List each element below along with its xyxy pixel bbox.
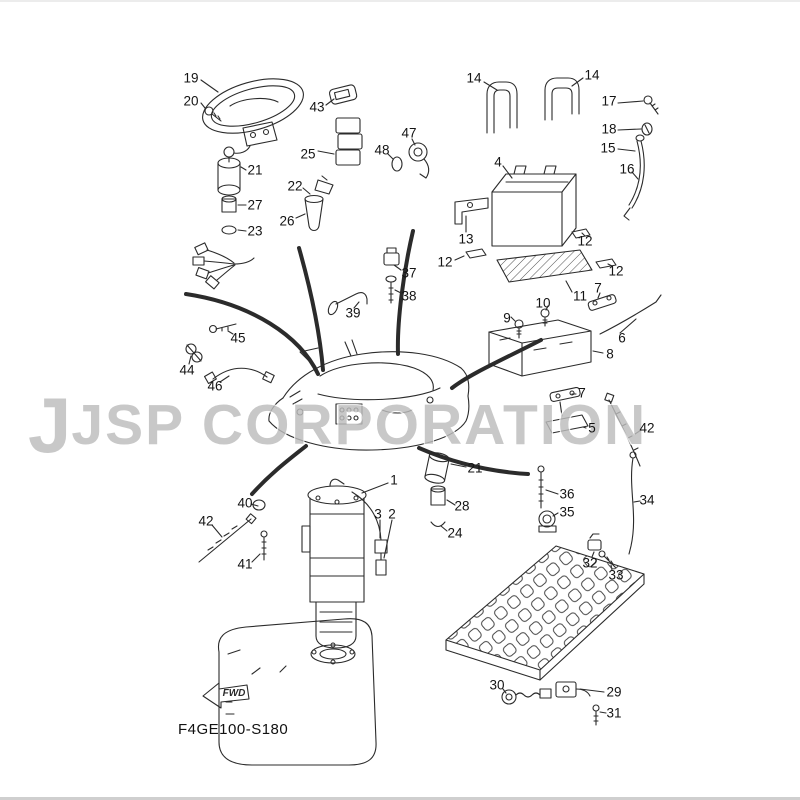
part-label-17-13: 17 [601,93,617,109]
part-label-8-27: 8 [606,346,614,362]
part-label-13-18: 13 [458,231,474,247]
cable-tie-right [604,392,642,555]
part-label-12-21: 12 [608,263,624,279]
speed-sensor [501,681,607,726]
part-label-39-30: 39 [345,305,361,321]
part-label-43-2: 43 [309,99,325,115]
part-label-22-5: 22 [287,178,303,194]
relay-stack [317,84,363,166]
clamp-parts [537,465,617,571]
part-label-45-31: 45 [230,330,246,346]
part-label-14-11: 14 [466,70,482,86]
part-label-30-51: 30 [489,677,505,693]
part-label-44-32: 44 [179,362,195,378]
fwd-label: FWD [223,688,246,699]
part-label-21-37: 21 [467,460,483,476]
part-label-7-24: 7 [594,280,602,296]
part-label-46-33: 46 [207,378,223,394]
part-label-19-0: 19 [183,70,199,86]
part-label-28-38: 28 [454,498,470,514]
part-label-41-50: 41 [237,556,253,572]
part-label-23-8: 23 [247,223,263,239]
part-label-42-36: 42 [639,420,655,436]
part-label-38-29: 38 [401,288,417,304]
filter-cylinders [424,452,467,532]
part-label-25-3: 25 [300,146,316,162]
part-label-37-28: 37 [401,265,417,281]
part-label-40-48: 40 [237,495,253,511]
part-label-21-4: 21 [247,162,263,178]
battery-straps [483,77,584,134]
gauge-meter-assembly [200,78,304,154]
fuel-pump-assembly [301,478,393,649]
part-label-47-9: 47 [401,125,417,141]
part-label-33-44: 33 [608,567,624,583]
part-label-12-20: 12 [437,254,453,270]
part-label-32-43: 32 [582,555,598,571]
part-label-7-34: 7 [578,385,586,401]
part-label-9-25: 9 [503,310,511,326]
connector-curves [184,229,543,496]
part-label-10-23: 10 [535,295,551,311]
part-label-27-6: 27 [247,197,263,213]
clips-left [198,499,268,563]
part-label-6-26: 6 [618,330,626,346]
part-label-18-14: 18 [601,121,617,137]
fwd-arrow: FWD [202,682,250,709]
part-label-24-39: 24 [447,525,463,541]
part-label-29-52: 29 [606,684,622,700]
part-label-20-1: 20 [183,93,199,109]
watercraft-hull [268,339,470,451]
part-label-11-22: 11 [572,288,588,304]
part-label-5-35: 5 [588,420,596,436]
lanyard-clip [387,138,430,179]
bracket-and-funnel [295,175,334,232]
battery-assembly [454,165,617,293]
part-label-34-42: 34 [639,492,655,508]
part-label-15-15: 15 [600,140,616,156]
diagram-code: F4GE100-S180 [178,721,289,738]
battery-box-area [488,292,662,434]
part-label-16-16: 16 [619,161,635,177]
part-label-35-41: 35 [559,504,575,520]
part-label-2-47: 2 [388,506,396,522]
part-label-3-46: 3 [374,506,382,522]
part-label-31-53: 31 [606,705,622,721]
breather-hose-parts [617,95,659,221]
part-label-12-19: 12 [577,233,593,249]
part-label-4-17: 4 [494,154,502,170]
part-label-36-40: 36 [559,486,575,502]
sender-unit [217,146,247,235]
wire-harness [192,242,255,290]
part-label-26-7: 26 [279,213,295,229]
part-label-14-12: 14 [584,67,600,83]
part-label-1-45: 1 [390,472,398,488]
part-label-48-10: 48 [374,142,390,158]
rear-deck-mat [445,545,645,681]
part-label-42-49: 42 [198,513,214,529]
small-hardware [185,247,402,385]
fuel-tank [217,618,377,766]
